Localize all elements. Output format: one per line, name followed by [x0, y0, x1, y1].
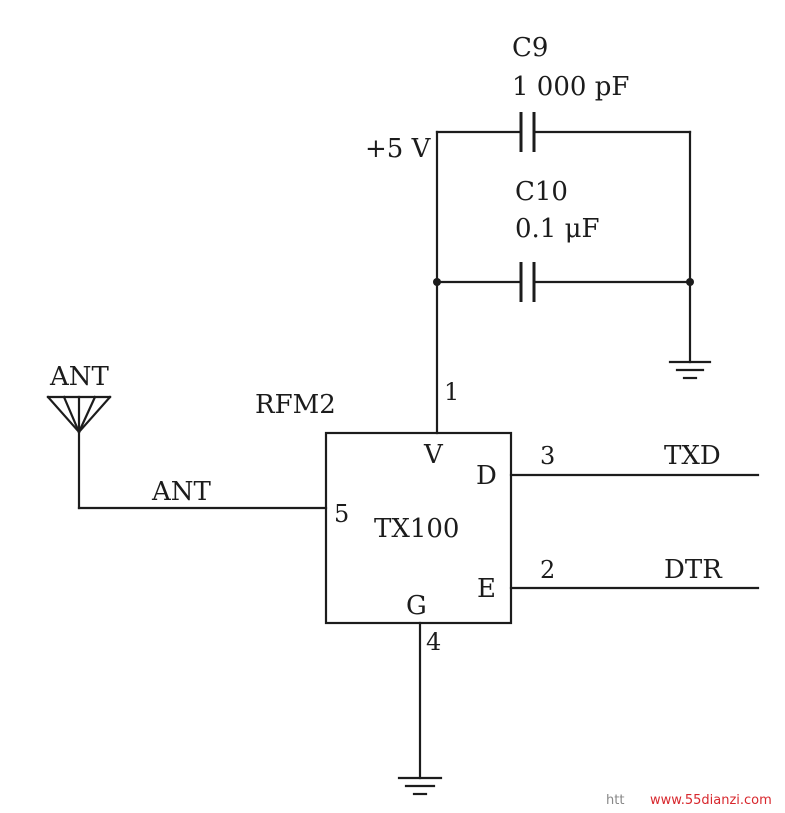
antenna-symbol-label: ANT [49, 362, 110, 392]
pin-d-label: D [476, 461, 497, 491]
pin1-number: 1 [444, 378, 459, 406]
c9-ref-label: C9 [512, 33, 548, 63]
antenna-net-label: ANT [151, 477, 212, 507]
pin-v-label: V [423, 440, 444, 470]
c10-value-label: 0.1 μF [515, 214, 600, 244]
supply-label: +5 V [365, 134, 432, 164]
pin4-number: 4 [426, 628, 441, 656]
antenna-network: ANT ANT 5 [46, 362, 349, 528]
txd-label: TXD [664, 441, 721, 471]
pin-e-label: E [477, 574, 496, 604]
junction-dot-right [686, 278, 694, 286]
watermark: htt www.55dianzi.com [606, 793, 772, 808]
ground-symbol-top [668, 360, 712, 380]
module-name-label: RFM2 [255, 390, 336, 420]
ground-network-bottom: 4 [397, 621, 443, 796]
module-part-label: TX100 [374, 514, 459, 544]
c10-ref-label: C10 [515, 177, 568, 207]
pin-g-label: G [406, 591, 427, 621]
supply-network: C9 1 000 pF C10 0.1 μF +5 V 1 [365, 33, 712, 435]
rfm2-module: RFM2 TX100 V D E G [255, 390, 513, 625]
junction-dot-left [433, 278, 441, 286]
pin3-number: 3 [540, 442, 555, 470]
signal-lines: TXD DTR 3 2 [509, 441, 760, 590]
c9-value-label: 1 000 pF [512, 72, 629, 102]
ground-symbol-bottom [397, 776, 443, 796]
dtr-label: DTR [664, 555, 723, 585]
watermark-prefix: htt [606, 793, 624, 808]
watermark-site: www.55dianzi.com [650, 793, 772, 808]
pin2-number: 2 [540, 556, 555, 584]
module-body [324, 431, 513, 625]
pin5-number: 5 [334, 500, 349, 528]
